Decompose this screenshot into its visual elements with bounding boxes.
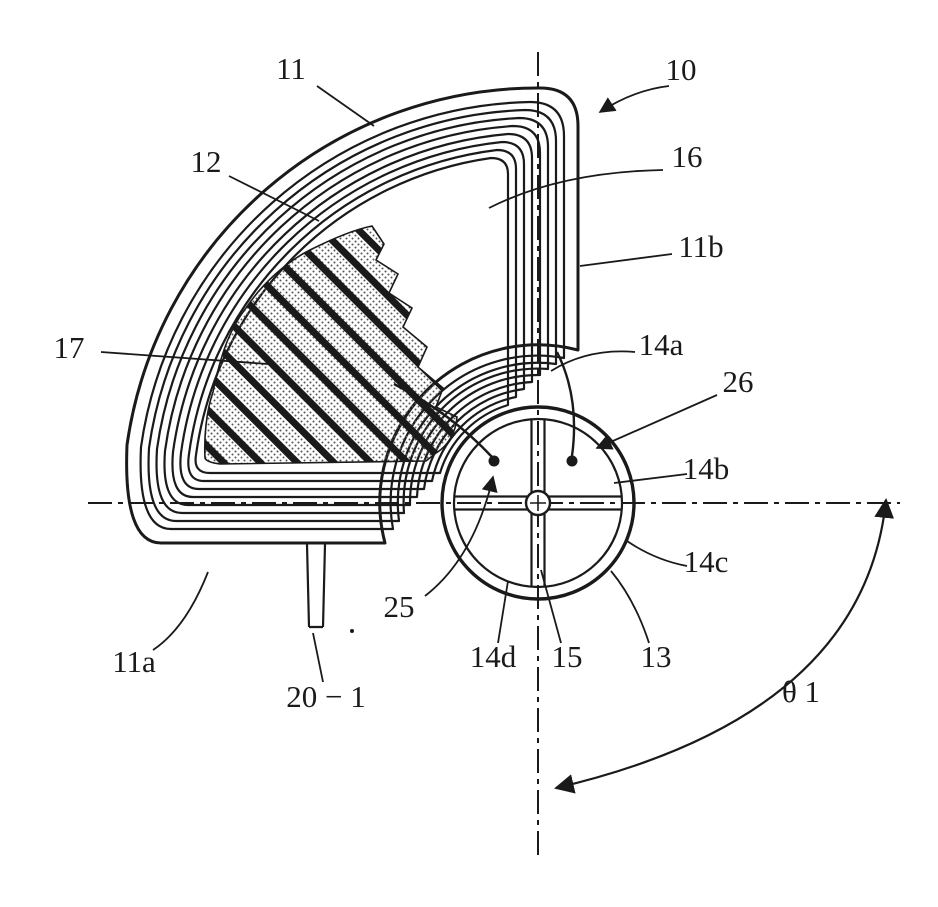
label-16: 16 (672, 139, 703, 174)
label-12: 12 (191, 144, 222, 179)
leader-15 (540, 569, 562, 644)
lead-terminal-26-dot (566, 455, 578, 467)
hatched-core (203, 225, 458, 465)
lead-terminal-25-dot (488, 455, 500, 467)
label-15: 15 (552, 639, 583, 674)
reference-labels: 11 10 12 16 11b 17 14a 26 14b 14c 25 14d… (54, 51, 821, 714)
leader-14a (550, 350, 636, 372)
terminal-tab (305, 543, 327, 629)
leader-20-1 (312, 632, 324, 683)
theta1-arc (554, 498, 895, 794)
label-17: 17 (54, 330, 85, 365)
hub-center-cross-icon (530, 495, 546, 511)
label-10: 10 (666, 52, 697, 87)
leader-17 (100, 351, 269, 365)
leader-16 (488, 169, 664, 209)
leader-13 (610, 570, 650, 644)
label-14a: 14a (639, 327, 684, 362)
label-11: 11 (276, 51, 306, 86)
label-20-1: 20 − 1 (286, 679, 365, 714)
hatched-core-stripes (203, 225, 458, 465)
label-theta1: θ 1 (782, 674, 820, 709)
label-14c: 14c (684, 544, 729, 579)
leader-11a (152, 571, 209, 651)
leader-25-arrow (424, 475, 498, 597)
leader-11b (579, 253, 673, 267)
leader-11 (316, 85, 375, 127)
label-25: 25 (384, 589, 415, 624)
lead-wire-25 (393, 382, 493, 458)
lead-wire-26 (555, 351, 576, 457)
leader-lines (100, 85, 718, 683)
stray-dot (350, 629, 354, 633)
leader-14c (626, 540, 688, 567)
leader-12 (228, 175, 320, 222)
label-11a: 11a (112, 644, 156, 679)
label-13: 13 (641, 639, 672, 674)
label-11b: 11b (678, 229, 723, 264)
coil-turn (187, 148, 518, 483)
label-26: 26 (723, 364, 754, 399)
leader-14d (497, 580, 509, 644)
leader-26-arrow (595, 394, 718, 450)
leader-14b (613, 473, 688, 484)
leader-10-arrow (598, 85, 670, 113)
label-14b: 14b (683, 451, 730, 486)
label-14d: 14d (470, 639, 517, 674)
lead-wires (393, 351, 576, 458)
